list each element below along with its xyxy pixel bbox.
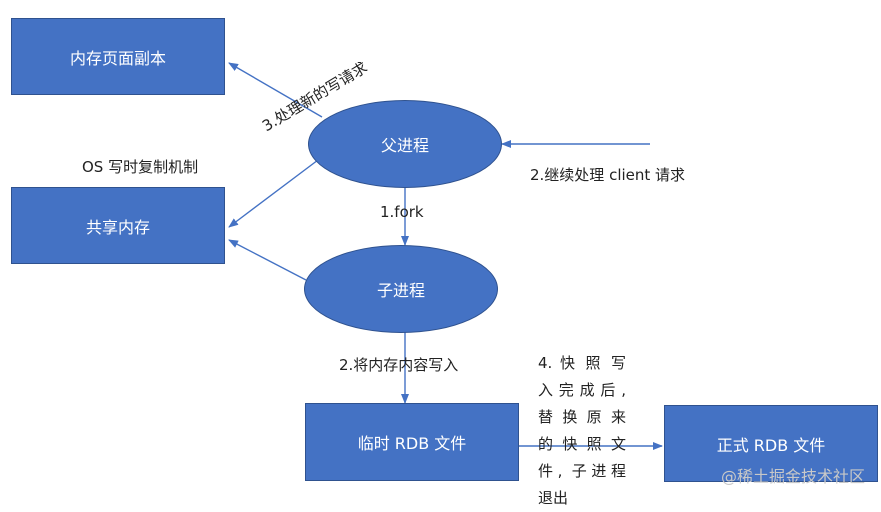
os-cow-label: OS 写时复制机制 bbox=[82, 158, 199, 176]
child-process-label: 子进程 bbox=[376, 281, 425, 300]
snapshot-done-line: 的 快 照 文 bbox=[538, 435, 626, 453]
temp-rdb-box: 临时 RDB 文件 bbox=[305, 403, 519, 481]
snapshot-done-line: 替 换 原 来 bbox=[538, 408, 626, 426]
snapshot-done-line: 退出 bbox=[538, 489, 569, 507]
parent-process-label: 父进程 bbox=[380, 136, 429, 155]
snapshot-done-line: 入完成后, bbox=[538, 381, 626, 399]
connectors-layer bbox=[228, 62, 663, 450]
watermark: @稀土掘金技术社区 bbox=[720, 467, 865, 486]
arrow-parent-to-memory-copy bbox=[228, 62, 323, 118]
fork-label: 1.fork bbox=[380, 203, 424, 221]
snapshot-done-line: 4. 快 照 写 bbox=[538, 354, 626, 372]
temp-rdb-label: 临时 RDB 文件 bbox=[357, 434, 467, 453]
official-rdb-label: 正式 RDB 文件 bbox=[716, 435, 826, 455]
shared-memory-box: 共享内存 bbox=[11, 187, 225, 264]
arrow-parent-to-shared-memory bbox=[228, 156, 323, 228]
parent-process-node: 父进程 bbox=[308, 100, 502, 188]
continue-client-label: 2.继续处理 client 请求 bbox=[530, 166, 686, 184]
official-rdb-box: 正式 RDB 文件 bbox=[664, 405, 878, 482]
write-memory-label: 2.将内存内容写入 bbox=[339, 356, 459, 374]
shared-memory-label: 共享内存 bbox=[85, 217, 150, 237]
arrow-child-to-shared-memory bbox=[228, 239, 307, 281]
snapshot-done-line: 件, 子进程 bbox=[538, 462, 626, 480]
snapshot-done-note: 4. 快 照 写 入完成后, 替 换 原 来 的 快 照 文 件, 子进程 退出 bbox=[538, 350, 626, 512]
fork-cow-diagram: 内存页面副本 共享内存 父进程 子进程 临时 RDB 文件 正式 RDB 文件 … bbox=[11, 18, 878, 507]
memory-page-copy-box: 内存页面副本 bbox=[11, 18, 225, 95]
child-process-node: 子进程 bbox=[304, 245, 498, 333]
memory-page-copy-label: 内存页面副本 bbox=[69, 48, 166, 68]
